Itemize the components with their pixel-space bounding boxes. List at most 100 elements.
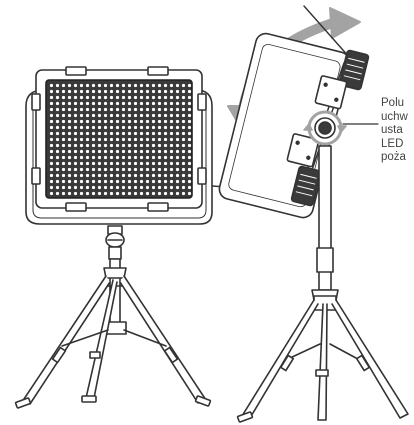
led-dot bbox=[49, 167, 54, 172]
led-dot bbox=[73, 89, 78, 94]
led-dot bbox=[115, 137, 120, 142]
led-dot bbox=[55, 131, 60, 136]
led-dot bbox=[187, 179, 192, 184]
led-dots bbox=[49, 83, 192, 196]
led-dot bbox=[133, 89, 138, 94]
led-dot bbox=[97, 179, 102, 184]
led-dot bbox=[133, 173, 138, 178]
mount-plate-top bbox=[314, 75, 348, 110]
led-dot bbox=[163, 143, 168, 148]
led-dot bbox=[79, 113, 84, 118]
led-dot bbox=[127, 137, 132, 142]
led-dot bbox=[73, 173, 78, 178]
led-dot bbox=[145, 101, 150, 106]
led-dot bbox=[73, 119, 78, 124]
led-dot bbox=[175, 173, 180, 178]
led-dot bbox=[187, 119, 192, 124]
led-dot bbox=[151, 95, 156, 100]
led-dot bbox=[139, 143, 144, 148]
led-dot bbox=[169, 161, 174, 166]
led-dot bbox=[79, 107, 84, 112]
led-dot bbox=[91, 161, 96, 166]
led-dot bbox=[49, 113, 54, 118]
led-dot bbox=[145, 137, 150, 142]
led-dot bbox=[151, 167, 156, 172]
led-dot bbox=[169, 185, 174, 190]
led-dot bbox=[151, 191, 156, 196]
led-dot bbox=[61, 173, 66, 178]
led-dot bbox=[175, 89, 180, 94]
led-dot bbox=[139, 131, 144, 136]
led-dot bbox=[127, 149, 132, 154]
led-dot bbox=[85, 179, 90, 184]
led-dot bbox=[115, 131, 120, 136]
led-dot bbox=[97, 95, 102, 100]
led-dot bbox=[121, 191, 126, 196]
led-dot bbox=[163, 161, 168, 166]
led-dot bbox=[115, 125, 120, 130]
led-dot bbox=[145, 173, 150, 178]
led-dot bbox=[61, 95, 66, 100]
led-dot bbox=[145, 161, 150, 166]
led-dot bbox=[187, 89, 192, 94]
led-dot bbox=[115, 143, 120, 148]
led-dot bbox=[187, 167, 192, 172]
led-dot bbox=[127, 143, 132, 148]
led-dot bbox=[61, 119, 66, 124]
led-dot bbox=[61, 191, 66, 196]
led-dot bbox=[163, 89, 168, 94]
led-dot bbox=[103, 191, 108, 196]
mount-plate-bottom bbox=[286, 133, 320, 168]
led-dot bbox=[67, 149, 72, 154]
led-dot bbox=[181, 143, 186, 148]
led-dot bbox=[79, 173, 84, 178]
led-dot bbox=[97, 113, 102, 118]
led-dot bbox=[187, 83, 192, 88]
led-dot bbox=[49, 149, 54, 154]
led-dot bbox=[145, 113, 150, 118]
led-dot bbox=[133, 83, 138, 88]
led-dot bbox=[91, 119, 96, 124]
led-dot bbox=[79, 125, 84, 130]
led-dot bbox=[175, 155, 180, 160]
led-dot bbox=[187, 137, 192, 142]
led-dot bbox=[133, 95, 138, 100]
led-dot bbox=[175, 179, 180, 184]
led-dot bbox=[103, 167, 108, 172]
led-dot bbox=[181, 107, 186, 112]
tilt-knob-icon bbox=[303, 110, 347, 146]
led-dot bbox=[181, 113, 186, 118]
led-dot bbox=[127, 107, 132, 112]
led-dot bbox=[127, 83, 132, 88]
led-dot bbox=[175, 119, 180, 124]
led-dot bbox=[181, 125, 186, 130]
led-dot bbox=[67, 155, 72, 160]
led-dot bbox=[127, 95, 132, 100]
led-dot bbox=[79, 95, 84, 100]
led-dot bbox=[55, 155, 60, 160]
led-dot bbox=[121, 113, 126, 118]
led-dot bbox=[127, 89, 132, 94]
led-dot bbox=[55, 83, 60, 88]
led-dot bbox=[181, 83, 186, 88]
led-dot bbox=[49, 101, 54, 106]
led-dot bbox=[73, 179, 78, 184]
led-dot bbox=[133, 149, 138, 154]
led-dot bbox=[181, 119, 186, 124]
led-dot bbox=[85, 119, 90, 124]
led-dot bbox=[139, 101, 144, 106]
led-dot bbox=[55, 89, 60, 94]
led-dot bbox=[91, 101, 96, 106]
led-dot bbox=[103, 83, 108, 88]
led-dot bbox=[55, 161, 60, 166]
led-dot bbox=[157, 191, 162, 196]
led-dot bbox=[181, 161, 186, 166]
led-dot bbox=[73, 167, 78, 172]
led-dot bbox=[67, 173, 72, 178]
led-dot bbox=[103, 161, 108, 166]
led-dot bbox=[145, 107, 150, 112]
led-dot bbox=[187, 173, 192, 178]
led-dot bbox=[115, 173, 120, 178]
led-dot bbox=[103, 131, 108, 136]
